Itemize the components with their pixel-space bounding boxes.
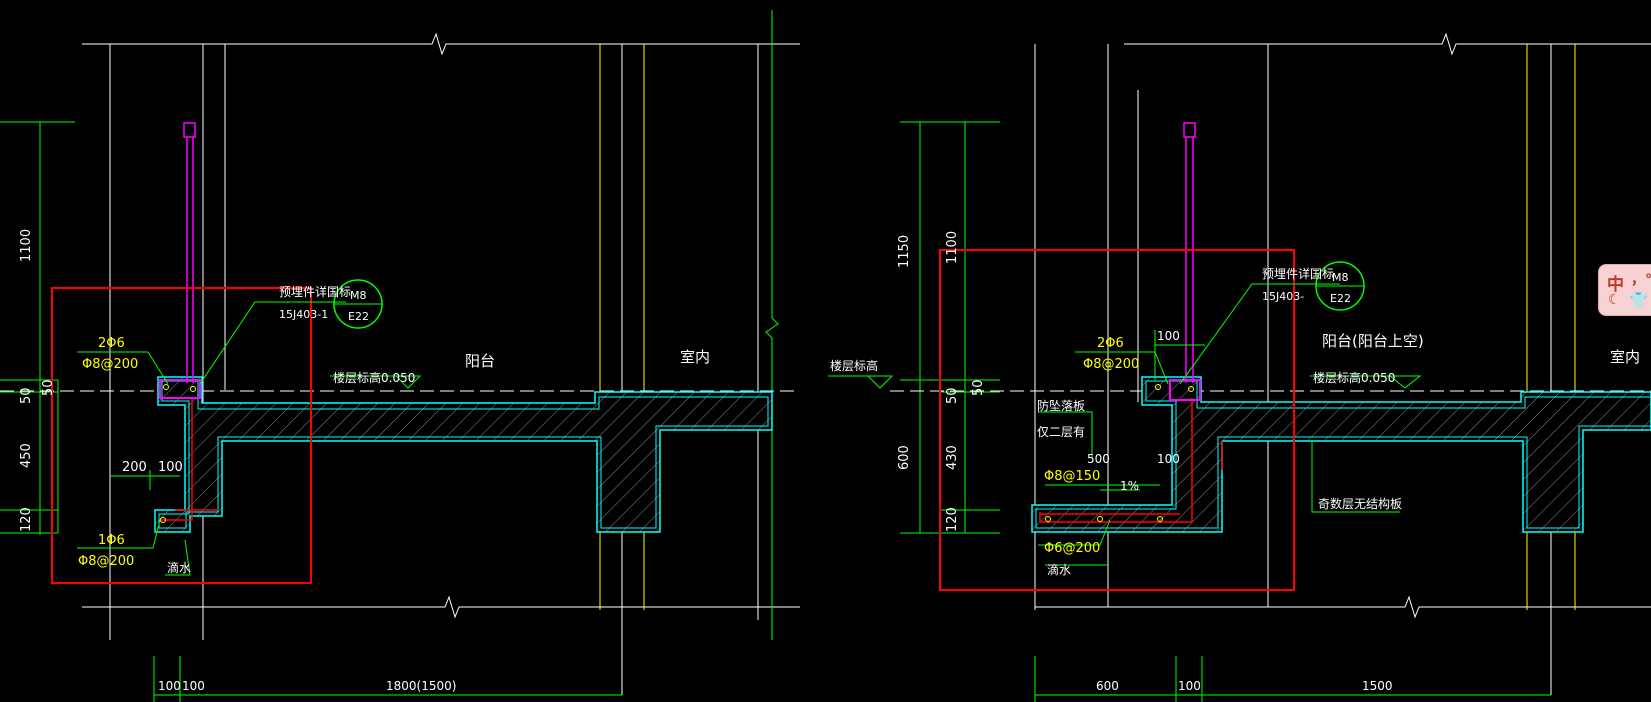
right-highlight-box bbox=[939, 249, 1295, 591]
left-rebar-bottom-1: 1Φ6 bbox=[98, 533, 125, 548]
left-dim-bottom-100b: 100 bbox=[182, 679, 205, 693]
right-rebar-mid: Φ8@150 bbox=[1044, 469, 1100, 484]
left-bubble-bottom: E22 bbox=[348, 310, 369, 323]
moon-icon[interactable]: ☾ bbox=[1608, 292, 1621, 308]
left-dim-200: 200 bbox=[122, 460, 147, 475]
right-room-balcony: 阳台(阳台上空) bbox=[1322, 332, 1424, 350]
right-dim-500: 500 bbox=[1087, 452, 1110, 466]
left-dim-450: 450 bbox=[19, 443, 34, 468]
right-dim-bottom-600: 600 bbox=[1096, 679, 1119, 693]
right-rebar-top-1: 2Φ6 bbox=[1097, 336, 1124, 351]
ime-mode-char[interactable]: 中 bbox=[1607, 275, 1624, 295]
right-bubble-bottom: E22 bbox=[1330, 292, 1351, 305]
right-bubble-top: M8 bbox=[1332, 271, 1349, 284]
left-dim-120: 120 bbox=[19, 507, 34, 532]
right-dim-1150: 1150 bbox=[897, 235, 912, 268]
left-dim-100: 100 bbox=[158, 460, 183, 475]
right-dim-bottom-1500: 1500 bbox=[1362, 679, 1393, 693]
right-detail bbox=[828, 32, 1651, 702]
ime-punct[interactable]: ，° bbox=[1631, 272, 1651, 288]
right-dim-120: 120 bbox=[945, 507, 960, 532]
right-dim-430: 430 bbox=[945, 445, 960, 470]
right-top-break-line bbox=[1124, 32, 1651, 56]
shirt-icon[interactable]: 👕 bbox=[1629, 291, 1648, 309]
right-rebar-bottom: Φ6@200 bbox=[1044, 541, 1100, 556]
left-highlight-box bbox=[51, 287, 312, 584]
left-room-indoor: 室内 bbox=[680, 348, 710, 366]
left-detail bbox=[0, 10, 800, 702]
left-dim-1100: 1100 bbox=[19, 229, 34, 262]
right-dim-top-100: 100 bbox=[1157, 329, 1180, 343]
left-dim-50b: 50 bbox=[41, 379, 56, 396]
right-dim-50a: 50 bbox=[945, 387, 960, 404]
right-bottom-break-line bbox=[1035, 595, 1651, 619]
left-drip: 滴水 bbox=[167, 560, 191, 575]
right-anti-fall-2: 仅二层有 bbox=[1037, 425, 1085, 439]
right-slope: 1% bbox=[1120, 479, 1139, 493]
right-dim-mid-100: 100 bbox=[1157, 452, 1180, 466]
left-embed-ref: 15J403-1 bbox=[279, 308, 328, 321]
right-anti-fall-1: 防坠落板 bbox=[1037, 398, 1085, 413]
right-embed-ref: 15J403- bbox=[1262, 290, 1304, 303]
left-embed-note: 预埋件详国标 bbox=[279, 284, 351, 299]
left-rebar-bottom-2: Φ8@200 bbox=[78, 554, 134, 569]
right-dim-50b: 50 bbox=[971, 379, 986, 396]
left-dim-bottom-1800: 1800(1500) bbox=[386, 679, 456, 693]
right-odd-floor: 奇数层无结构板 bbox=[1318, 496, 1402, 511]
left-rebar-top-1: 2Φ6 bbox=[98, 336, 125, 351]
left-bottom-break-line bbox=[82, 595, 800, 619]
right-dim-1100: 1100 bbox=[945, 231, 960, 264]
right-floor-elev-left: 楼层标高 bbox=[830, 358, 878, 373]
left-bubble-top: M8 bbox=[350, 289, 367, 302]
right-slab-outline bbox=[1031, 376, 1651, 533]
ime-toolbar[interactable]: 中 ，° ☾ 👕 bbox=[1598, 264, 1651, 316]
left-rebar-top-2: Φ8@200 bbox=[82, 357, 138, 372]
right-embed-note: 预埋件详国标 bbox=[1262, 266, 1334, 281]
left-floor-elev: 楼层标高0.050 bbox=[333, 370, 415, 385]
left-slab-outline bbox=[154, 376, 773, 533]
right-drip: 滴水 bbox=[1047, 562, 1071, 577]
right-rebar-top-2: Φ8@200 bbox=[1083, 357, 1139, 372]
right-floor-elev: 楼层标高0.050 bbox=[1313, 370, 1395, 385]
right-dim-bottom-100: 100 bbox=[1178, 679, 1201, 693]
left-dim-50a: 50 bbox=[19, 387, 34, 404]
left-room-balcony: 阳台 bbox=[465, 352, 495, 370]
right-room-indoor: 室内 bbox=[1610, 348, 1640, 366]
left-top-break-line bbox=[82, 32, 800, 56]
left-dim-bottom-100a: 100 bbox=[158, 679, 181, 693]
right-dim-600: 600 bbox=[897, 445, 912, 470]
